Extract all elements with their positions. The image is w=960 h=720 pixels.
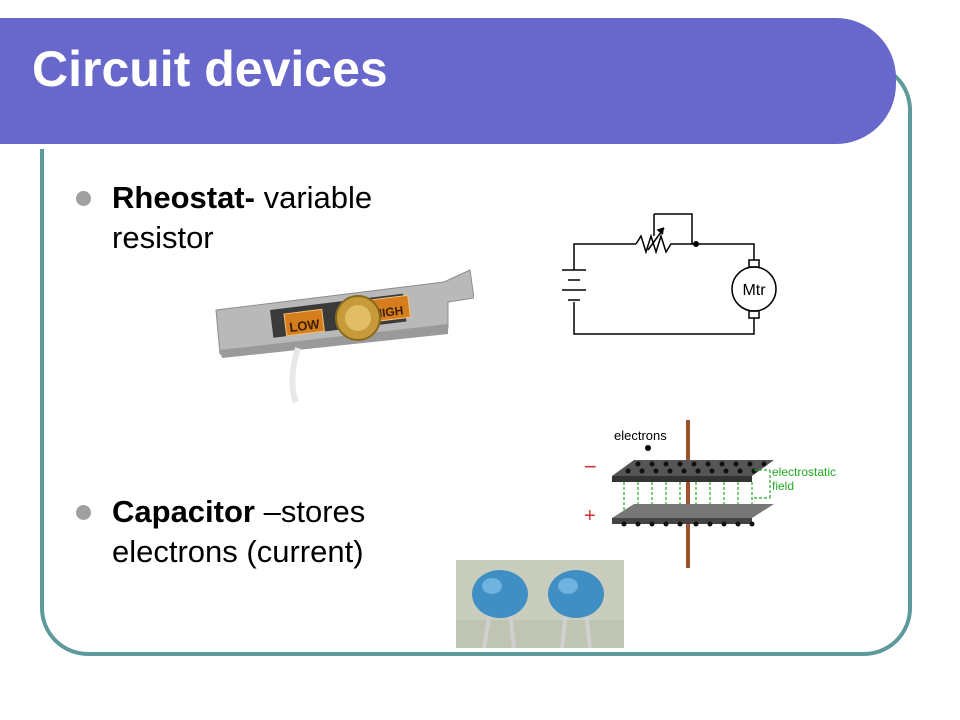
- title-underline: [0, 144, 850, 149]
- rheostat-desc: variable resistor: [112, 180, 373, 255]
- rheostat-term: Rheostat-: [112, 180, 255, 215]
- capacitor-desc: –stores electrons (current): [112, 494, 366, 569]
- bullet-dot: [76, 505, 91, 520]
- minus-sign: −: [584, 454, 597, 479]
- bullet-dot: [76, 191, 91, 206]
- capacitor-term: Capacitor: [112, 494, 255, 529]
- low-label: LOW: [289, 316, 322, 335]
- bullet-rheostat: Rheostat- variable resistor: [76, 178, 456, 258]
- plus-sign: +: [584, 505, 596, 527]
- electrons-label: electrons: [614, 428, 667, 443]
- motor-label: Mtr: [742, 282, 766, 299]
- rheostat-photo: LOW HIGH: [215, 269, 474, 404]
- slide-title: Circuit devices: [32, 41, 388, 97]
- bullet-capacitor: Capacitor –stores electrons (current): [76, 492, 456, 572]
- rheostat-circuit-diagram: Mtr: [562, 213, 777, 335]
- capacitor-photo: [456, 560, 624, 648]
- title-bar: [0, 18, 896, 149]
